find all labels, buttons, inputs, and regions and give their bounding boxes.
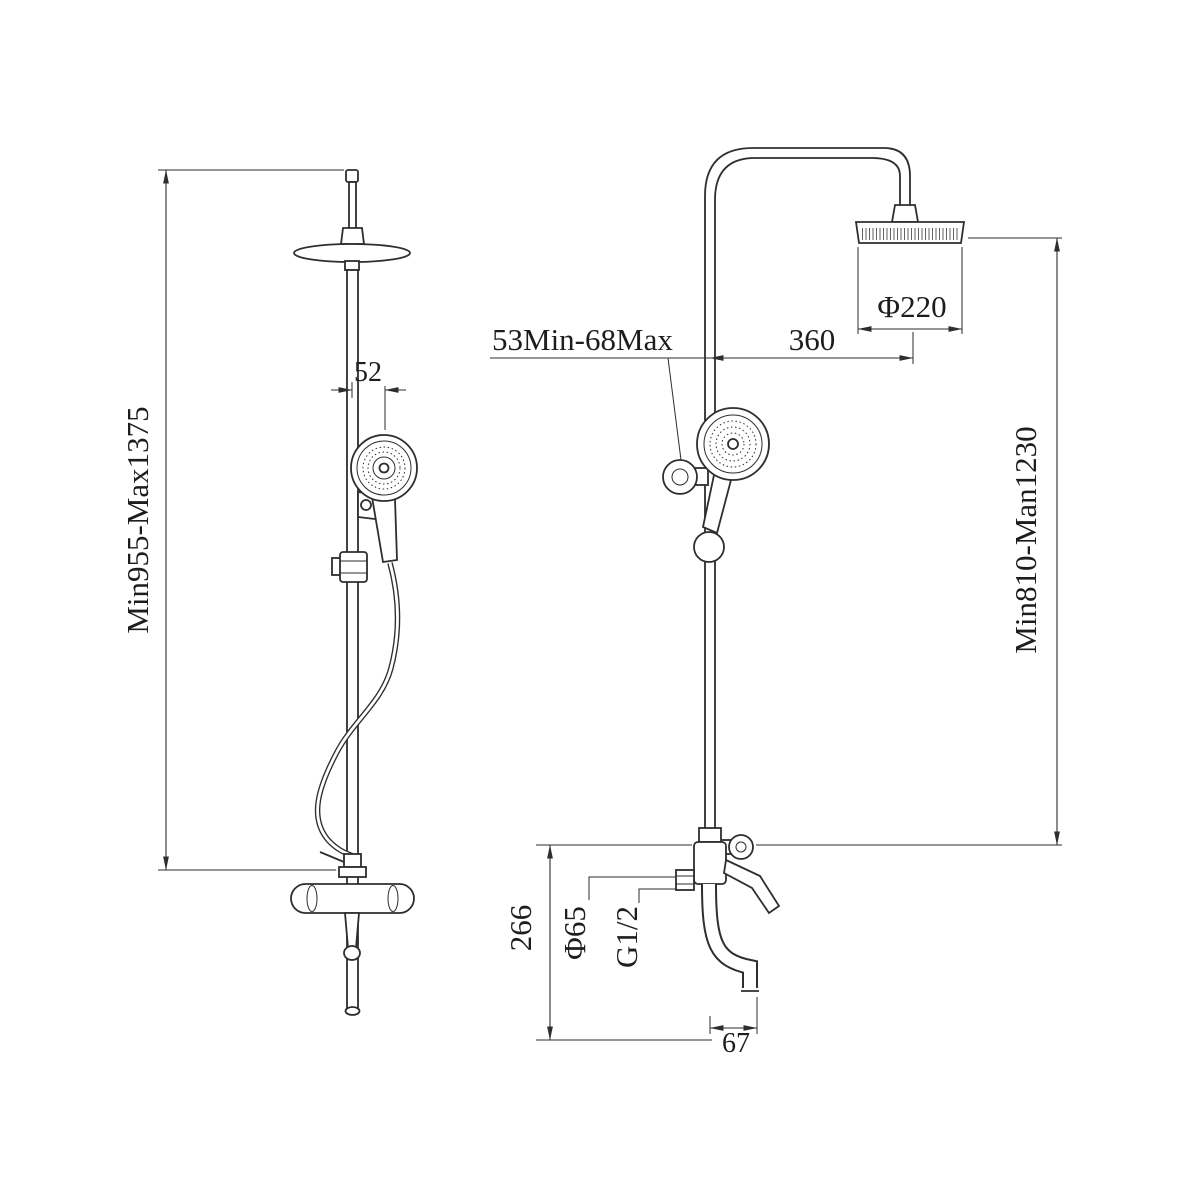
wall-flange-side	[387, 885, 399, 912]
dim-spout-height-label: 266	[503, 905, 538, 952]
side-view	[290, 169, 418, 1016]
hose-ball-joint-front	[693, 531, 725, 563]
holder-pivot-side	[360, 499, 372, 511]
dim-arm-projection-label: 360	[789, 322, 836, 357]
hose-outlet-fitting-side	[343, 853, 362, 868]
riser-top-cap-side	[345, 169, 359, 183]
tub-spout-core	[703, 883, 756, 988]
spray-center-cap	[727, 438, 739, 450]
handshower-handle-side	[370, 496, 398, 564]
mixer-inlet-stub-front	[675, 869, 695, 891]
spray-nozzle-ring	[721, 432, 745, 456]
diverter-lever-side	[319, 851, 345, 863]
riser-pipe-outer-front	[704, 147, 911, 850]
mixer-top-connector-side	[338, 866, 367, 878]
riser-rod-top-side	[348, 181, 357, 230]
mixer-body-front	[693, 841, 727, 885]
leader-flange-diameter	[588, 876, 676, 900]
mixer-handle-knob-side	[343, 945, 361, 961]
spray-nozzle-ring	[709, 420, 757, 468]
slider-bracket-hub-front	[671, 468, 689, 486]
diverter-knob-hub	[735, 841, 747, 853]
dim-spout-projection-label: 67	[722, 1028, 750, 1059]
riser-bottom-cap-side	[344, 1006, 361, 1016]
slider-bracket-knob-front	[662, 459, 698, 495]
spray-nozzle-ring	[367, 451, 401, 485]
dim-thread-size-label: G1/2	[609, 906, 644, 968]
dim-flange-diameter-label: Φ65	[557, 906, 592, 960]
mixer-handle-stem-side	[344, 912, 360, 949]
riser-pipe-inner-front	[714, 157, 901, 850]
rain-head-connector-side	[339, 227, 366, 245]
spray-face-ring	[372, 456, 396, 480]
front-view	[662, 147, 966, 992]
spray-face-ring	[356, 440, 412, 496]
slider-clamp-side	[339, 551, 368, 583]
leader-to-bracket	[667, 357, 682, 461]
dim-head-diameter-label: Φ220	[877, 289, 946, 324]
mixer-body-side	[290, 883, 415, 914]
wall-flange-side	[306, 885, 318, 912]
rain-head-spray-face	[861, 228, 959, 240]
spray-nozzle-ring	[715, 426, 751, 462]
spray-face-ring	[703, 414, 763, 474]
diverter-knob-front	[728, 834, 754, 860]
dimension-annotations: Min955-Max1375 52 Φ220 53Min-68Max 360 M…	[120, 169, 1062, 1059]
dim-bracket-range-label: 53Min-68Max	[492, 322, 673, 357]
rain-head-connector-front	[890, 204, 920, 223]
rain-head-neck-side	[344, 260, 360, 271]
mixer-lever-front	[723, 858, 781, 915]
dim-offset-label: 52	[354, 357, 382, 388]
spray-nozzle-ring	[362, 446, 406, 490]
leader-thread-size	[638, 888, 676, 903]
mixer-top-fitting-front	[698, 827, 722, 843]
dim-overall-height-label: Min955-Max1375	[120, 406, 155, 633]
dim-riser-height-label: Min810-Man1230	[1008, 426, 1043, 653]
shower-hose-core	[316, 562, 400, 869]
spray-center-cap	[378, 462, 390, 474]
